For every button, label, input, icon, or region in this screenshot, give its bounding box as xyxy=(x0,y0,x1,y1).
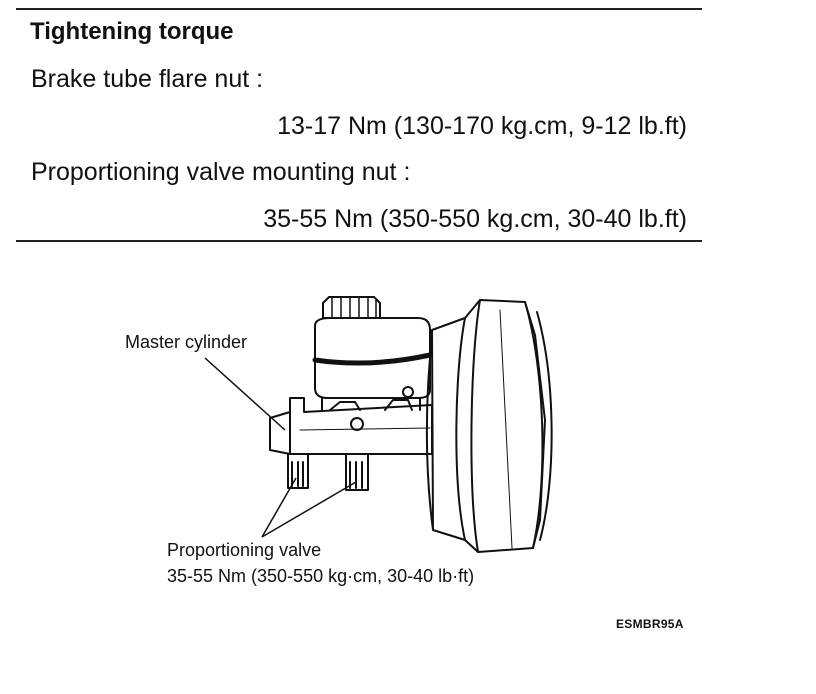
proportioning-valve-right xyxy=(345,453,369,491)
proportioning-valve-left xyxy=(287,453,309,489)
spec-value-proportioning-valve-nut: 35-55 Nm (350-550 kg.cm, 30-40 lb.ft) xyxy=(263,205,687,233)
spec-label-proportioning-valve-nut: Proportioning valve mounting nut : xyxy=(31,158,411,186)
leader-proportioning-valve-right xyxy=(261,481,357,538)
leader-master-cylinder xyxy=(204,357,286,431)
spec-value-brake-tube-flare-nut: 13-17 Nm (130-170 kg.cm, 9-12 lb.ft) xyxy=(277,112,687,140)
callout-proportioning-valve: Proportioning valve xyxy=(167,540,322,560)
spec-label-brake-tube-flare-nut: Brake tube flare nut : xyxy=(31,65,264,93)
callout-master-cylinder: Master cylinder xyxy=(125,332,248,352)
reservoir-cap xyxy=(322,296,381,319)
master-cylinder-body xyxy=(269,386,433,455)
leader-proportioning-valve-left xyxy=(261,477,297,538)
fluid-reservoir xyxy=(312,317,433,411)
bottom-rule xyxy=(16,240,702,242)
spec-heading: Tightening torque xyxy=(30,18,234,45)
leader-lines xyxy=(204,357,357,538)
top-rule xyxy=(16,8,702,10)
figure-code: ESMBR95A xyxy=(616,617,684,631)
callout-proportioning-valve-torque: 35-55 Nm (350-550 kg·cm, 30-40 lb·ft) xyxy=(167,566,475,586)
brake-booster xyxy=(425,299,553,553)
